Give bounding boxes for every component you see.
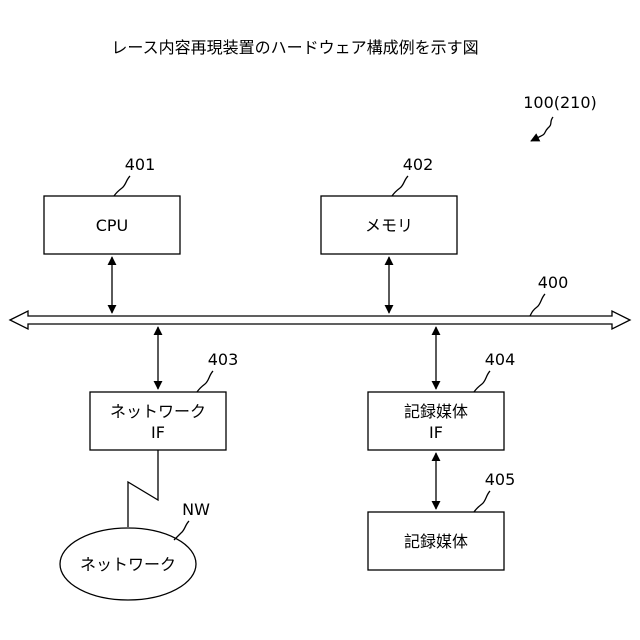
memory-ref-leader (392, 176, 408, 196)
device-ref-arrow (531, 136, 541, 141)
recording-medium-label: 記録媒体 (404, 532, 468, 551)
network-label: ネットワーク (80, 555, 176, 574)
network-link (128, 450, 158, 527)
recording-medium-if-label-line2: IF (429, 423, 443, 442)
network-if-ref-leader (197, 371, 213, 392)
network-if-label-line1: ネットワーク (110, 402, 206, 421)
cpu-ref: 401 (125, 155, 156, 174)
recording-medium-if-ref-leader (474, 371, 490, 392)
cpu-ref-leader (114, 176, 130, 196)
recording-medium-ref: 405 (485, 470, 516, 489)
memory-label: メモリ (365, 216, 413, 235)
diagram-title: レース内容再現装置のハードウェア構成例を示す図 (111, 38, 478, 57)
bus-ref: 400 (538, 273, 569, 292)
memory-ref: 402 (403, 155, 434, 174)
network-if-label-line2: IF (151, 423, 165, 442)
device-ref-label: 100(210) (523, 93, 597, 112)
recording-medium-if-ref: 404 (485, 350, 516, 369)
cpu-label: CPU (96, 216, 129, 235)
device-ref-squiggle (541, 117, 553, 136)
network-if-ref: 403 (208, 350, 239, 369)
network-ref-leader (174, 521, 189, 540)
recording-medium-if-label-line1: 記録媒体 (404, 402, 468, 421)
system-bus (10, 311, 630, 329)
recording-medium-ref-leader (474, 491, 490, 512)
bus-ref-leader (530, 294, 545, 316)
network-ref: NW (182, 500, 210, 519)
